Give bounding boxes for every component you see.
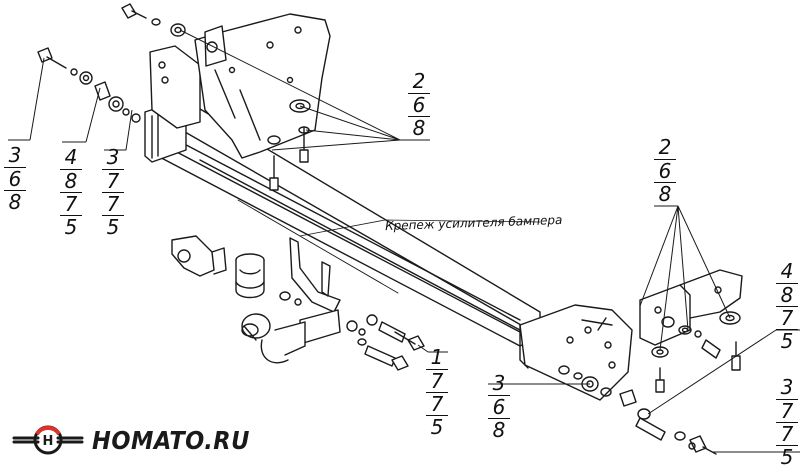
callout-ball-mount-bolts: 1 7 7 5 bbox=[426, 346, 448, 438]
hardware-center bbox=[279, 291, 425, 371]
callout-row: 3 bbox=[492, 371, 506, 395]
callout-row: 5 bbox=[426, 415, 448, 438]
callout-row: 5 bbox=[60, 215, 82, 238]
callout-row: 1 bbox=[430, 345, 444, 369]
callout-row: 6 bbox=[488, 395, 510, 418]
callout-right-bolt: 3 7 7 5 bbox=[776, 376, 798, 468]
ball-mount bbox=[241, 237, 341, 364]
callout-row: 7 bbox=[426, 369, 448, 392]
hitch-logo-icon: H bbox=[12, 425, 84, 455]
callout-row: 7 bbox=[776, 399, 798, 422]
callout-row: 5 bbox=[776, 445, 798, 468]
callout-right-bracket-bolts: 2 6 8 bbox=[654, 136, 676, 205]
callout-row: 4 bbox=[780, 259, 794, 283]
right-mounting-bracket bbox=[519, 269, 743, 401]
logo-text: HOMATO.RU bbox=[92, 425, 250, 455]
callout-row: 4 bbox=[64, 145, 78, 169]
callout-row: 7 bbox=[60, 192, 82, 215]
callout-right-nut: 4 8 7 5 bbox=[776, 260, 798, 352]
callout-row: 8 bbox=[776, 283, 798, 306]
callout-row: 3 bbox=[780, 375, 794, 399]
brand-logo: H HOMATO.RU bbox=[12, 424, 250, 456]
leader-lines bbox=[8, 29, 800, 453]
socket-plate bbox=[171, 235, 227, 277]
callout-row: 2 bbox=[412, 69, 426, 93]
callout-row: 8 bbox=[488, 418, 510, 441]
callout-row: 6 bbox=[408, 93, 430, 116]
callout-row: 2 bbox=[658, 135, 672, 159]
callout-row: 8 bbox=[4, 190, 26, 213]
callout-row: 8 bbox=[60, 169, 82, 192]
callout-left-nut: 4 8 7 5 bbox=[60, 146, 82, 238]
callout-row: 7 bbox=[776, 306, 798, 329]
left-mounting-bracket bbox=[149, 13, 331, 159]
callout-row: 5 bbox=[776, 329, 798, 352]
callout-row: 3 bbox=[106, 145, 120, 169]
callout-row: 5 bbox=[102, 215, 124, 238]
callout-row: 6 bbox=[4, 167, 26, 190]
callout-row: 8 bbox=[408, 116, 430, 139]
callout-row: 7 bbox=[102, 169, 124, 192]
callout-right-plate: 3 6 8 bbox=[488, 372, 510, 441]
svg-text:H: H bbox=[43, 434, 54, 449]
ball-cap bbox=[235, 253, 265, 299]
callout-row: 7 bbox=[426, 392, 448, 415]
callout-row: 6 bbox=[654, 159, 676, 182]
callout-row: 8 bbox=[654, 182, 676, 205]
callout-left-bolt: 3 6 8 bbox=[4, 144, 26, 213]
hardware-right bbox=[558, 311, 741, 455]
callout-row: 3 bbox=[8, 143, 22, 167]
callout-left-washer: 3 7 7 5 bbox=[102, 146, 124, 238]
callout-left-bracket-bolts: 2 6 8 bbox=[408, 70, 430, 139]
callout-row: 7 bbox=[776, 422, 798, 445]
callout-row: 7 bbox=[102, 192, 124, 215]
